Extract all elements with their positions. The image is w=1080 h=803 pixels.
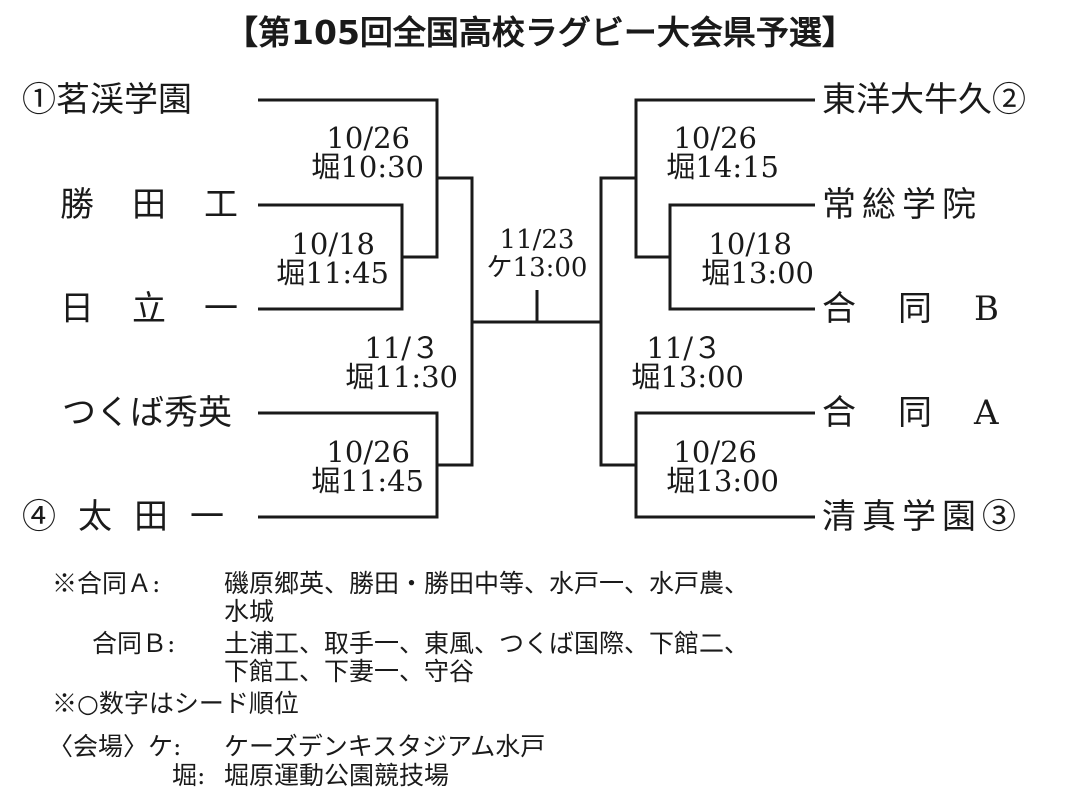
match-time: 堀11:45 xyxy=(276,256,389,290)
match-date: 10/26 xyxy=(673,121,757,155)
team-right-4: 合同A xyxy=(822,393,1041,433)
match-time: 堀13:00 xyxy=(631,360,744,394)
match-right-qf-bottom: 10/26 堀13:00 xyxy=(645,438,779,496)
match-date: 11/23 xyxy=(499,225,575,255)
match-time: ケ13:00 xyxy=(486,253,588,283)
match-date: 10/26 xyxy=(673,435,757,469)
team-left-2: 勝田工 xyxy=(60,185,276,225)
note-venue-ke: ケーズデンキスタジアム水戸 xyxy=(224,732,546,761)
note-venue-hori-label: 堀: xyxy=(172,761,206,790)
match-left-sf: 11/３ 堀11:30 xyxy=(322,334,458,392)
match-date: 10/18 xyxy=(708,227,792,261)
match-right-sf: 11/３ 堀13:00 xyxy=(610,334,744,392)
match-date: 10/26 xyxy=(326,121,410,155)
team-left-5: ④太田一 xyxy=(22,497,246,537)
match-date: 10/26 xyxy=(326,435,410,469)
team-left-4: つくば秀英 xyxy=(62,393,232,433)
match-left-qf-bottom: 10/26 堀11:45 xyxy=(290,438,424,496)
match-time: 堀13:00 xyxy=(701,256,814,290)
team-right-3: 合同B xyxy=(822,289,1041,329)
bracket-line-right-sf xyxy=(599,176,636,467)
team-right-1: 東洋大牛久② xyxy=(822,80,1026,120)
team-right-2: 常総学院 xyxy=(822,185,982,225)
team-left-3: 日立一 xyxy=(60,289,276,329)
match-right-r1: 10/18 堀13:00 xyxy=(680,230,814,288)
bracket-line-left-sf xyxy=(437,176,474,467)
note-goudou-b-line1: 土浦工、取手一、東風、つくば国際、下館二、 xyxy=(224,629,750,658)
match-date: 11/３ xyxy=(646,331,722,365)
bracket-line-left-qf-bottom xyxy=(258,411,439,519)
match-time: 堀11:30 xyxy=(345,360,458,394)
page-title: 【第105回全国高校ラグビー大会県予選】 xyxy=(225,13,855,52)
team-left-1: ①茗渓学園 xyxy=(22,80,192,120)
note-venue-hori: 堀原運動公園競技場 xyxy=(224,761,450,790)
note-goudou-a-label: ※合同Ａ: xyxy=(52,569,161,598)
match-final: 11/23 ケ13:00 xyxy=(477,226,597,282)
note-goudou-a-line2: 水城 xyxy=(224,597,275,626)
match-left-qf-top: 10/26 堀10:30 xyxy=(290,124,424,182)
note-venue-label: 〈会場〉ケ: xyxy=(48,732,182,761)
match-left-r1: 10/18 堀11:45 xyxy=(255,230,389,288)
bracket-line-right-qf-bottom xyxy=(634,411,815,519)
note-seed: ※○数字はシード順位 xyxy=(52,689,299,718)
match-time: 堀13:00 xyxy=(666,464,779,498)
match-date: 10/18 xyxy=(291,227,375,261)
team-right-5: 清真学園③ xyxy=(822,497,1022,537)
match-right-qf-top: 10/26 堀14:15 xyxy=(645,124,779,182)
match-time: 堀10:30 xyxy=(311,150,424,184)
note-goudou-a-line1: 磯原郷英、勝田・勝田中等、水戸一、水戸農、 xyxy=(224,569,750,598)
match-date: 11/３ xyxy=(364,331,440,365)
match-time: 堀14:15 xyxy=(666,150,779,184)
note-goudou-b-label: 合同Ｂ: xyxy=(92,629,176,658)
bracket-line-right-r1 xyxy=(668,203,815,311)
match-time: 堀11:45 xyxy=(311,464,424,498)
bracket-line-left-r1 xyxy=(258,203,404,311)
note-goudou-b-line2: 下館工、下妻一、守谷 xyxy=(224,657,475,686)
